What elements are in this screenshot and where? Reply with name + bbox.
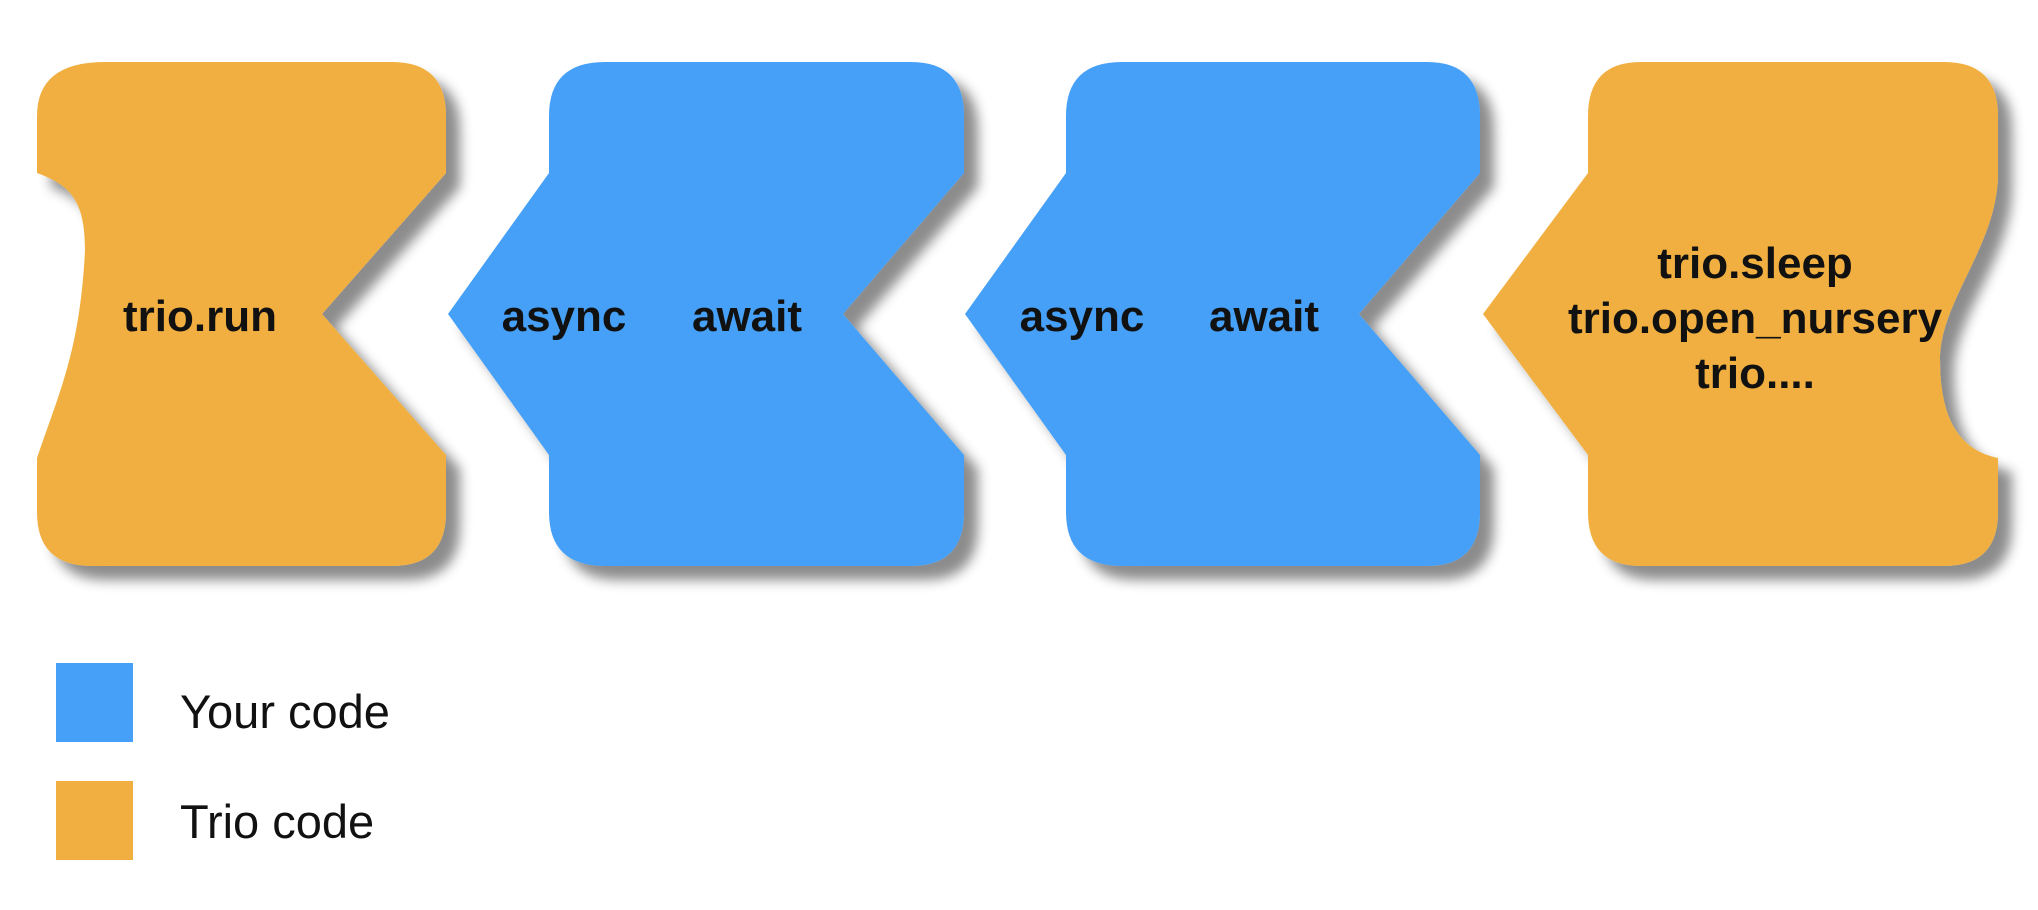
legend-swatch-your-code xyxy=(56,663,133,742)
your-code-1-shape xyxy=(448,62,964,566)
block-your-code-1: async await xyxy=(448,62,964,566)
block-4-line-3: trio.... xyxy=(1695,349,1815,398)
your-code-2-shape xyxy=(965,62,1480,566)
legend-label-trio-code: Trio code xyxy=(180,795,374,848)
legend-swatch-trio-code xyxy=(56,781,133,860)
block-2-async: async xyxy=(502,292,627,341)
legend-label-your-code: Your code xyxy=(180,685,390,738)
block-4-line-2: trio.open_nursery xyxy=(1568,294,1943,343)
legend-item-trio-code: Trio code xyxy=(56,781,374,860)
legend-item-your-code: Your code xyxy=(56,663,390,742)
trio-run-shape xyxy=(37,62,446,566)
block-3-async: async xyxy=(1020,292,1145,341)
block-3-await: await xyxy=(1209,292,1319,341)
legend: Your code Trio code xyxy=(56,663,390,860)
block-2-await: await xyxy=(692,292,802,341)
block-trio-primitives: trio.sleep trio.open_nursery trio.... xyxy=(1483,62,1998,566)
block-your-code-2: async await xyxy=(965,62,1480,566)
block-1-line-1: trio.run xyxy=(123,292,277,341)
trio-primitives-shape xyxy=(1483,62,1998,566)
block-4-line-1: trio.sleep xyxy=(1657,239,1853,288)
block-trio-run: trio.run xyxy=(37,62,446,566)
